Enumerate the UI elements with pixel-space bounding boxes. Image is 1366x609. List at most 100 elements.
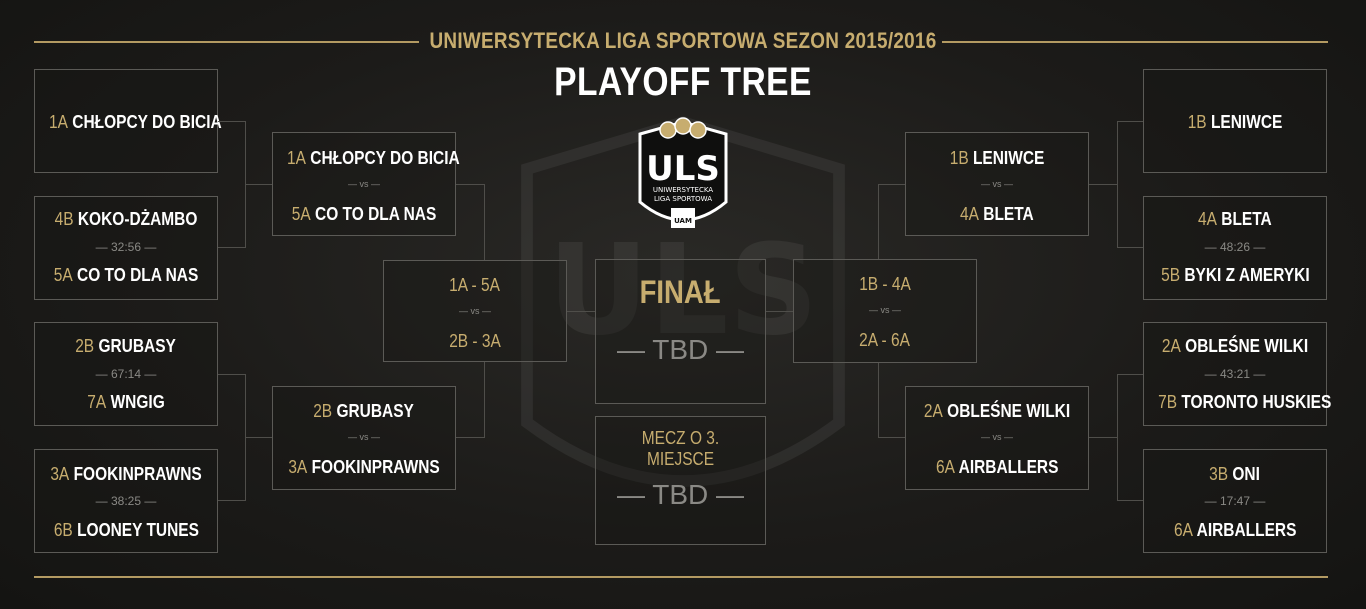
bracket-line [218,247,245,248]
team-name: KOKO-DŻAMBO [77,209,198,229]
bracket-line [1089,184,1117,185]
bracket-line [456,437,484,438]
seed: 6B [53,520,73,540]
seed: 5A [53,265,73,285]
bracket-line [245,437,272,438]
logo-line1: UNIWERSYTECKA [653,186,713,194]
bracket-line [1117,121,1118,248]
seed: 5A [291,204,311,224]
seed: 6A [935,457,955,477]
match-score: 32:56 [110,240,142,254]
bracket-line [1117,500,1143,501]
seed: 2B [75,336,95,356]
bracket-line [878,184,905,185]
team-name: BLETA [1221,209,1272,229]
team-name: WNGIG [110,392,165,412]
page-title: PLAYOFF TREE [554,60,812,104]
left-r2-match-2[interactable]: 2B GRUBASY — vs — 3A FOOKINPRAWNS [272,386,456,490]
team-name: TORONTO HUSKIES [1181,392,1332,412]
semifinal-pair: 1A - 5A [449,275,501,295]
seed: 4A [1198,209,1218,229]
bracket-line [878,437,905,438]
seed: 1B [1187,112,1207,132]
match-score: 17:47 [1219,494,1251,508]
seed: 1A [49,112,68,132]
right-r2-match-1[interactable]: 1B LENIWCE — vs — 4A BLETA [905,132,1089,236]
team-name: LENIWCE [972,148,1045,168]
seed: 4A [960,204,980,224]
bracket-line [1117,374,1143,375]
team-name: GRUBASY [98,336,177,356]
bracket-line [878,184,879,259]
bracket-line [878,363,879,438]
right-semifinal[interactable]: 1B - 4A — vs — 2A - 6A [793,259,977,363]
right-r2-match-2[interactable]: 2A OBLEŚNE WILKI — vs — 6A AIRBALLERS [905,386,1089,490]
third-place-title: MECZ O 3. MIEJSCE [641,428,720,469]
team-name: CHŁOPCY DO BICIA [72,112,222,132]
vs-label: vs [992,432,1002,442]
vs-label: vs [992,179,1002,189]
semifinal-pair: 1B - 4A [859,274,911,294]
left-r1-match-2[interactable]: 4B KOKO-DŻAMBO — 32:56 — 5A CO TO DLA NA… [34,196,218,300]
right-r1-match-1[interactable]: 1B LENIWCE [1143,69,1327,173]
final-match[interactable]: FINAŁ — TBD — [595,259,766,404]
match-score: 48:26 [1219,240,1251,254]
vs-label: vs [359,179,369,189]
team-name: LENIWCE [1210,112,1283,132]
team-name: BYKI Z AMERYKI [1183,265,1310,285]
team-name: CHŁOPCY DO BICIA [310,148,460,168]
league-season-title: UNIWERSYTECKA LIGA SPORTOWA SEZON 2015/2… [429,28,937,53]
third-place-tbd: TBD [652,479,709,510]
header-rule-right [942,41,1328,43]
team-name: FOOKINPRAWNS [73,464,202,484]
bracket-line [484,362,485,438]
bracket-line [245,184,272,185]
team-name: OBLEŚNE WILKI [1185,336,1309,356]
final-tbd: TBD [652,334,709,365]
logo-badge: UAM [674,217,692,225]
bracket-line [484,184,485,260]
left-semifinal[interactable]: 1A - 5A — vs — 2B - 3A [383,260,567,362]
seed: 6A [1173,520,1193,540]
vs-label: vs [470,306,480,316]
third-place-match[interactable]: MECZ O 3. MIEJSCE — TBD — [595,416,766,545]
uls-logo-icon: ULS UNIWERSYTECKA LIGA SPORTOWA UAM [638,117,728,228]
team-name: CO TO DLA NAS [314,204,437,224]
team-name: AIRBALLERS [1196,520,1297,540]
team-name: FOOKINPRAWNS [311,457,440,477]
header-rule-left [34,41,419,43]
seed: 4B [54,209,74,229]
seed: 3A [50,464,70,484]
bracket-line [766,311,793,312]
bracket-line [1117,374,1118,501]
bracket-line [567,311,595,312]
seed: 5B [1160,265,1180,285]
watermark-logo-icon: ULS [521,116,845,487]
team-name: LOONEY TUNES [76,520,199,540]
seed: 7A [87,392,107,412]
logo-line2: LIGA SPORTOWA [654,195,712,203]
team-name: AIRBALLERS [958,457,1059,477]
left-r1-match-3[interactable]: 2B GRUBASY — 67:14 — 7A WNGIG [34,322,218,426]
seed: 3A [288,457,308,477]
vs-label: vs [359,432,369,442]
seed: 1A [287,148,306,168]
team-name: BLETA [983,204,1034,224]
semifinal-pair: 2A - 6A [859,330,911,350]
match-score: 38:25 [110,494,142,508]
team-name: OBLEŚNE WILKI [947,401,1071,421]
team-name: ONI [1232,464,1261,484]
right-r1-match-3[interactable]: 2A OBLEŚNE WILKI — 43:21 — 7B TORONTO HU… [1143,322,1331,426]
right-r1-match-4[interactable]: 3B ONI — 17:47 — 6A AIRBALLERS [1143,449,1327,553]
seed: 2A [1161,336,1181,356]
svg-text:ULS: ULS [548,218,819,363]
seed: 7B [1158,392,1178,412]
seed: 2B [313,401,333,421]
right-r1-match-2[interactable]: 4A BLETA — 48:26 — 5B BYKI Z AMERYKI [1143,196,1327,300]
vs-label: vs [880,305,890,315]
left-r2-match-1[interactable]: 1A CHŁOPCY DO BICIA — vs — 5A CO TO DLA … [272,132,460,236]
team-name: CO TO DLA NAS [76,265,199,285]
bracket-line [218,500,245,501]
left-r1-match-4[interactable]: 3A FOOKINPRAWNS — 38:25 — 6B LOONEY TUNE… [34,449,218,553]
left-r1-match-1[interactable]: 1A CHŁOPCY DO BICIA [34,69,222,173]
